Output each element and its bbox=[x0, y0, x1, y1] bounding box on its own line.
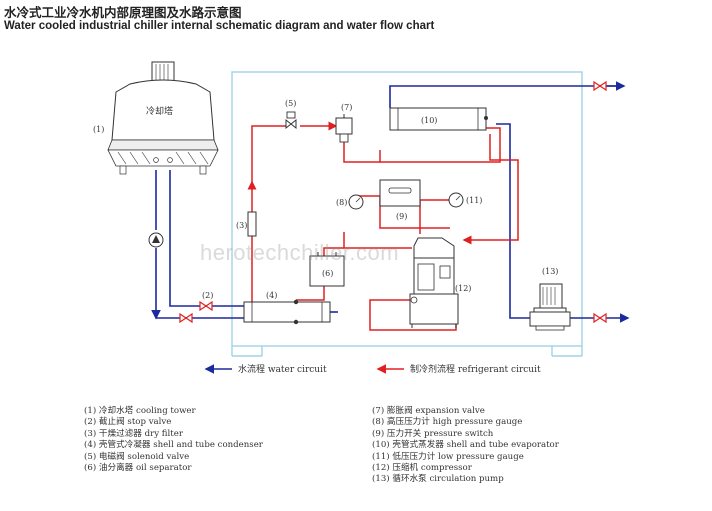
component-item: (10) 壳管式蒸发器 shell and tube evaporator bbox=[372, 440, 559, 451]
label-3: (3) bbox=[236, 221, 247, 230]
water-circuit bbox=[151, 81, 630, 323]
dry-filter bbox=[247, 211, 257, 237]
label-10: (10) bbox=[421, 116, 437, 125]
tower-pump bbox=[148, 232, 164, 248]
component-item: (7) 膨胀阀 expansion valve bbox=[372, 406, 485, 416]
shell-tube-evaporator bbox=[389, 107, 488, 131]
component-item: (8) 高压压力计 high pressure gauge bbox=[372, 417, 523, 428]
component-item: (4) 壳管式冷凝器 shell and tube condenser bbox=[84, 440, 263, 451]
cooling-tower: 冷却塔 bbox=[107, 61, 219, 175]
label-12: (12) bbox=[455, 284, 471, 293]
shell-tube-condenser bbox=[243, 299, 331, 325]
component-item: (9) 压力开关 pressure switch bbox=[372, 428, 494, 439]
label-1: (1) bbox=[93, 125, 104, 134]
legend-refrigerant: 制冷剂流程 refrigerant circuit bbox=[410, 363, 541, 375]
component-item: (13) 循环水泵 circulation pump bbox=[372, 474, 504, 485]
label-6: (6) bbox=[322, 269, 333, 278]
component-item: (1) 冷却水塔 cooling tower bbox=[84, 406, 196, 416]
title-english: Water cooled industrial chiller internal… bbox=[4, 20, 435, 32]
expansion-valve bbox=[335, 114, 353, 143]
stop-valve-2 bbox=[179, 80, 607, 324]
label-13: (13) bbox=[542, 267, 558, 276]
label-4: (4) bbox=[266, 291, 277, 300]
refrigerant-circuit bbox=[247, 121, 519, 331]
component-item: (12) 压缩机 compressor bbox=[372, 463, 472, 474]
label-5: (5) bbox=[285, 99, 296, 108]
legend-water: 水流程 water circuit bbox=[238, 363, 327, 375]
watermark: herotechchiller.com bbox=[200, 240, 400, 265]
component-item: (3) 干燥过滤器 dry filter bbox=[84, 428, 183, 439]
component-item: (11) 低压压力计 low pressure gauge bbox=[372, 451, 524, 462]
component-list-right: (7) 膨胀阀 expansion valve (8) 高压压力计 high p… bbox=[372, 406, 559, 486]
oil-separator bbox=[309, 252, 345, 287]
compressor bbox=[409, 237, 459, 328]
solenoid-valve bbox=[285, 111, 297, 130]
label-11: (11) bbox=[466, 196, 482, 205]
component-item: (2) 截止阀 stop valve bbox=[84, 417, 172, 428]
cooling-tower-label: 冷却塔 bbox=[146, 105, 173, 117]
circulation-pump bbox=[529, 283, 571, 331]
component-item: (5) 电磁阀 solenoid valve bbox=[84, 451, 190, 462]
label-7: (7) bbox=[341, 103, 352, 112]
chiller-cabinet-frame bbox=[231, 71, 583, 357]
label-2: (2) bbox=[202, 291, 213, 300]
high-pressure-gauge bbox=[348, 194, 364, 210]
low-pressure-gauge bbox=[448, 192, 464, 208]
component-list-left: (1) 冷却水塔 cooling tower (2) 截止阀 stop valv… bbox=[84, 406, 263, 474]
label-9: (9) bbox=[396, 212, 407, 221]
component-item: (6) 油分离器 oil separator bbox=[84, 463, 192, 474]
title-chinese: 水冷式工业冷水机内部原理图及水路示意图 bbox=[4, 5, 242, 20]
flow-legend: 水流程 water circuit 制冷剂流程 refrigerant circ… bbox=[204, 363, 541, 375]
label-8: (8) bbox=[336, 198, 347, 207]
pressure-switch bbox=[379, 179, 421, 207]
